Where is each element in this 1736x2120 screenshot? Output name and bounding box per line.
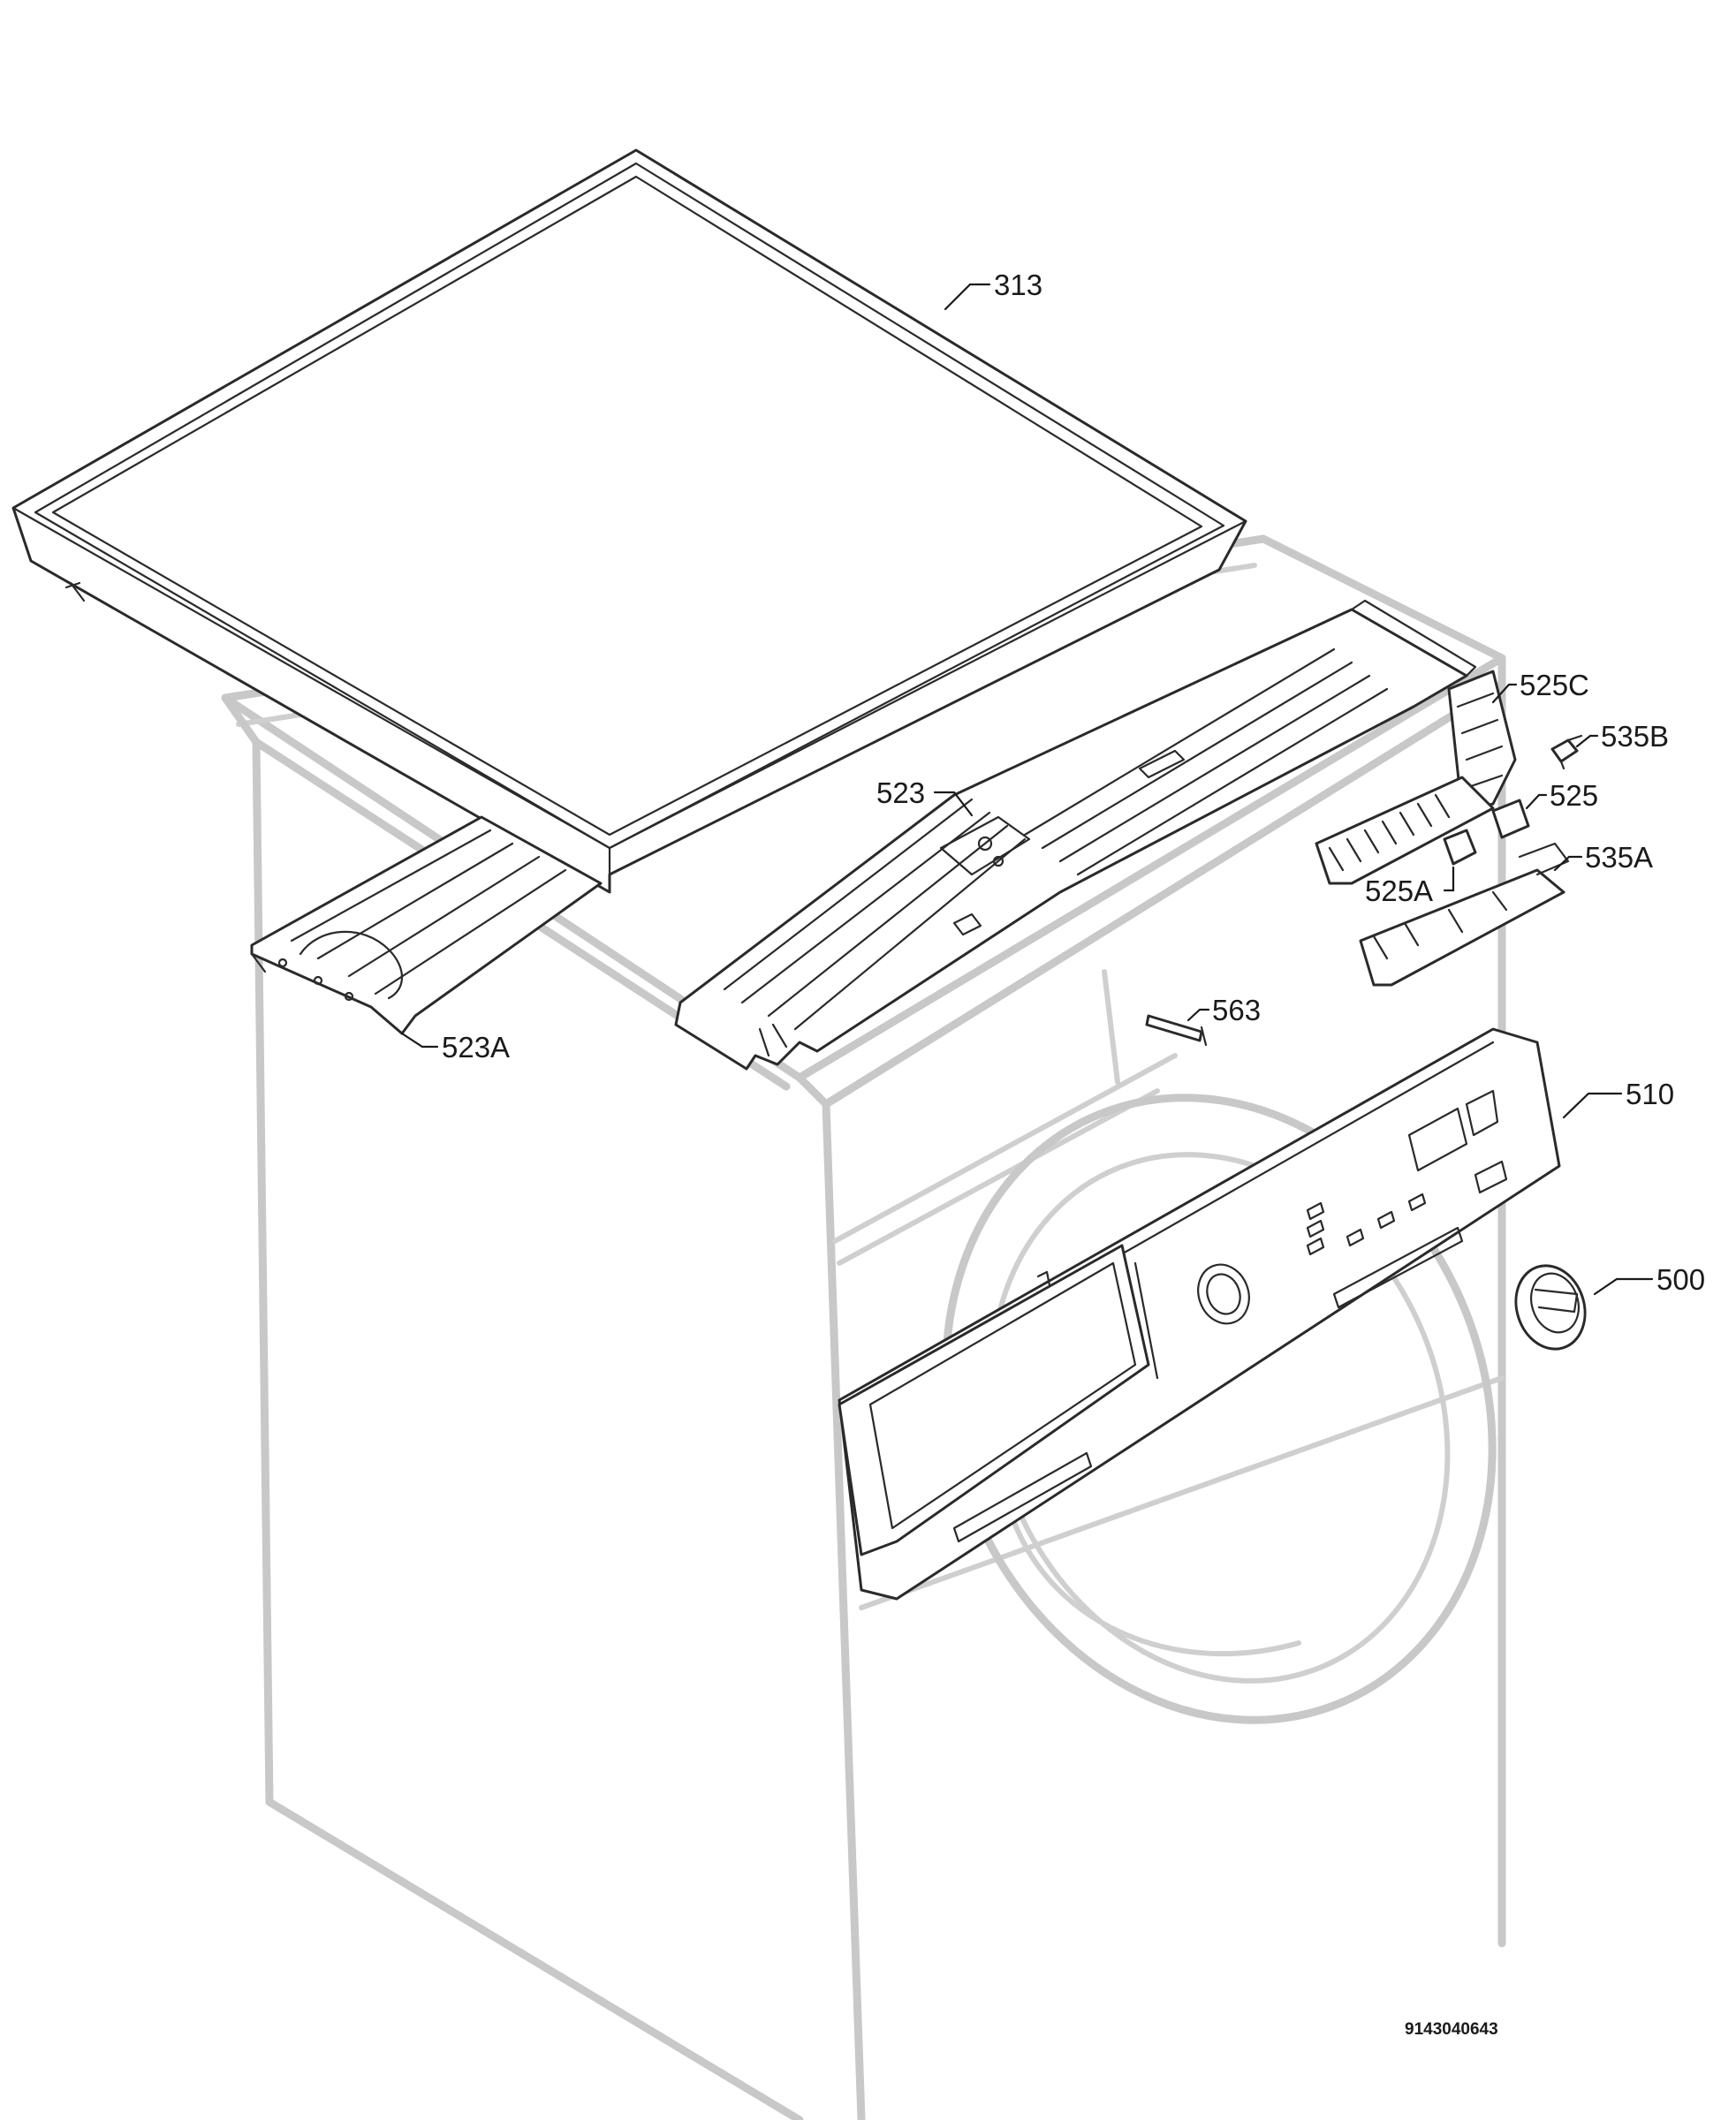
light-guide-strip [1359, 842, 1570, 987]
callout-523a: 523A [442, 1031, 510, 1064]
document-number: 9143040643 [1405, 2020, 1498, 2039]
callout-labels: 313 525C 535B 523 525 535A 525A 563 523A… [442, 269, 1705, 2039]
callout-525: 525 [1550, 779, 1598, 812]
callout-535b: 535B [1601, 720, 1669, 753]
callout-313: 313 [994, 269, 1042, 301]
callout-563: 563 [1212, 994, 1261, 1026]
worktop-lid [11, 148, 1247, 894]
callout-525c: 525C [1520, 669, 1589, 701]
control-panel-fascia [838, 1027, 1561, 1601]
control-panel-support-bracket [674, 599, 1477, 1071]
programme-selector-knob [1514, 1264, 1587, 1351]
callout-500: 500 [1656, 1263, 1705, 1296]
callout-525a: 525A [1365, 874, 1433, 907]
electronic-board [1315, 776, 1495, 885]
left-support-rail [250, 815, 603, 1035]
screw [1145, 1014, 1208, 1047]
connector-blocks [1443, 799, 1530, 866]
leader-lines [400, 283, 1654, 1296]
callout-535a: 535A [1585, 841, 1653, 874]
callout-523: 523 [876, 776, 925, 809]
callout-510: 510 [1626, 1078, 1674, 1110]
small-connector [1550, 734, 1583, 770]
